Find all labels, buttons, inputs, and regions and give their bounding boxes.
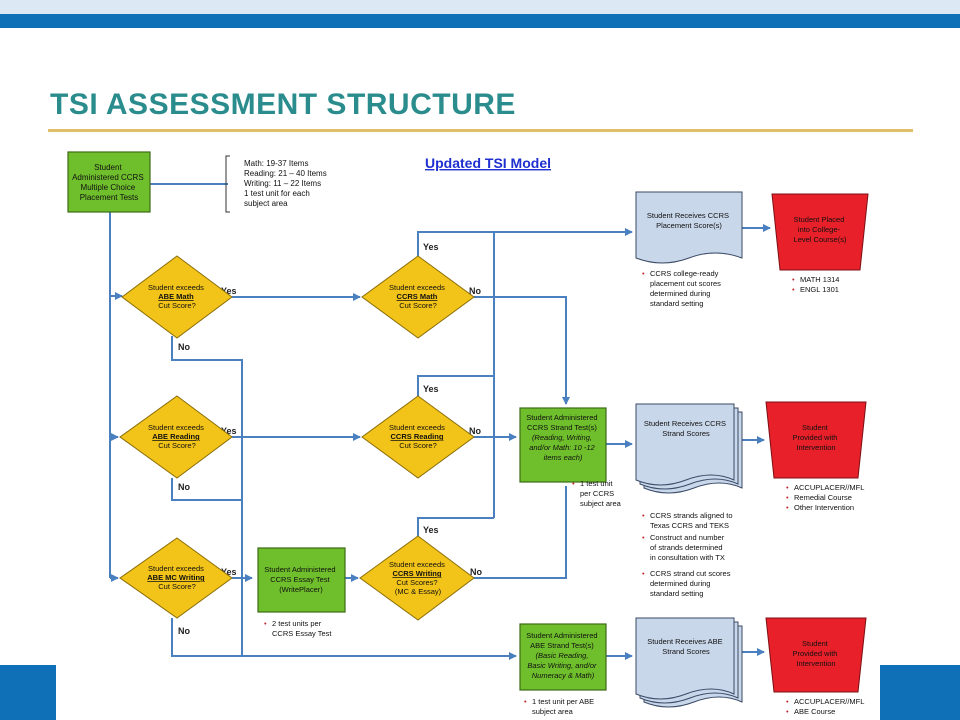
intervention-outcome-abe: Student Provided with Intervention — [765, 617, 867, 693]
yes-label-abe-writing: Yes — [221, 567, 237, 577]
start-box-text: Student Administered CCRS Multiple Choic… — [72, 163, 146, 202]
svg-text:Student Administered CCR: Student Administered CCRS Essay Test (Wr… — [264, 565, 337, 594]
slide-title: TSI ASSESSMENT STRUCTURE — [50, 88, 516, 121]
abe-mc-writing-decision: Student exceeds ABE MC Writing Cut Score… — [119, 537, 233, 619]
no-label-ccrs-math: No — [469, 286, 481, 296]
svg-text:Student exceeds CCRS Rea: Student exceeds CCRS Reading Cut Score? — [389, 423, 447, 450]
svg-text:Student exceeds CCRS Wri: Student exceeds CCRS Writing Cut Scores?… — [389, 560, 447, 596]
no-label-abe-reading: No — [178, 482, 190, 492]
college-courses: • MATH 1314 • ENGL 1301 — [792, 275, 842, 294]
essay-test-box: Student Administered CCRS Essay Test (Wr… — [257, 547, 346, 613]
footer-block-right — [880, 665, 960, 720]
svg-text:Student exceeds ABE Math: Student exceeds ABE Math Cut Score? — [148, 283, 206, 310]
svg-text:Student Administered ABE: Student Administered ABE Strand Test(s) … — [526, 631, 599, 680]
yes-label-abe-reading: Yes — [221, 426, 237, 436]
placement-note: • CCRS college-ready placement cut score… — [642, 269, 723, 308]
title-divider — [48, 129, 913, 132]
ccrs-strand-scores-doc: Student Receives CCRS Strand Scores — [635, 403, 743, 494]
yes-label-ccrs-writing: Yes — [423, 525, 439, 535]
svg-text:Student Provided with: Student Provided with Intervention — [792, 423, 839, 452]
placement-score-doc: Student Receives CCRS Placement Score(s) — [635, 191, 743, 264]
essay-note: • 2 test units per CCRS Essay Test — [264, 619, 332, 638]
start-box — [67, 151, 151, 213]
no-label-ccrs-writing: No — [470, 567, 482, 577]
top-band-light — [0, 0, 960, 14]
svg-text:Student Receives CCRS St: Student Receives CCRS Strand Scores — [644, 419, 728, 438]
ccrs-strand-doc-notes: • CCRS strands aligned to Texas CCRS and… — [642, 511, 735, 598]
intervention-abe-options: • ACCUPLACER//MFL • ABE Course — [786, 697, 866, 716]
footer-block-left — [0, 665, 56, 720]
intervention-outcome: Student Provided with Intervention — [765, 401, 867, 479]
no-label-ccrs-reading: No — [469, 426, 481, 436]
diagram-heading: Updated TSI Model — [425, 155, 551, 171]
ccrs-writing-decision: Student exceeds CCRS Writing Cut Scores?… — [359, 535, 475, 621]
yes-label-ccrs-math: Yes — [423, 242, 439, 252]
college-level-outcome: Student Placed into College- Level Cours… — [771, 193, 869, 271]
yes-label-ccrs-reading: Yes — [423, 384, 439, 394]
svg-text:Student exceeds ABE Read: Student exceeds ABE Reading Cut Score? — [148, 423, 206, 450]
ccrs-strand-test-note: • 1 test unit per CCRS subject area — [572, 479, 622, 508]
yes-label-abe-math: Yes — [221, 286, 237, 296]
svg-text:Student Placed into Coll: Student Placed into College- Level Cours… — [794, 215, 847, 244]
connectors — [109, 183, 771, 660]
ccrs-math-decision: Student exceeds CCRS Math Cut Score? — [361, 255, 475, 339]
top-band-dark — [0, 14, 960, 28]
abe-strand-test-box: Student Administered ABE Strand Test(s) … — [519, 623, 607, 691]
svg-text:Student Receives CCRS Pl: Student Receives CCRS Placement Score(s) — [647, 211, 731, 230]
abe-strand-test-note: • 1 test unit per ABE subject area — [524, 697, 596, 716]
abe-strand-scores-doc: Student Receives ABE Strand Scores — [635, 617, 743, 708]
ccrs-reading-decision: Student exceeds CCRS Reading Cut Score? — [361, 395, 475, 479]
svg-text:Student Receives ABE Str: Student Receives ABE Strand Scores — [647, 637, 725, 656]
abe-reading-decision: Student exceeds ABE Reading Cut Score? — [119, 395, 233, 479]
abe-math-decision: Student exceeds ABE Math Cut Score? — [121, 255, 233, 339]
svg-text:Student Administered CCR: Student Administered CCRS Strand Test(s)… — [526, 413, 599, 462]
svg-text:Student Provided with: Student Provided with Intervention — [792, 639, 839, 668]
svg-text:Student exceeds CCRS Mat: Student exceeds CCRS Math Cut Score? — [389, 283, 447, 310]
ccrs-strand-test-box: Student Administered CCRS Strand Test(s)… — [519, 407, 607, 483]
no-label-abe-writing: No — [178, 626, 190, 636]
intervention-options: • ACCUPLACER//MFL • Remedial Course • Ot… — [786, 483, 866, 512]
no-label-abe-math: No — [178, 342, 190, 352]
item-counts-list: Math: 19-37 Items Reading: 21 – 40 Items… — [244, 159, 329, 208]
svg-text:Student exceeds ABE MC W: Student exceeds ABE MC Writing Cut Score… — [147, 564, 206, 591]
